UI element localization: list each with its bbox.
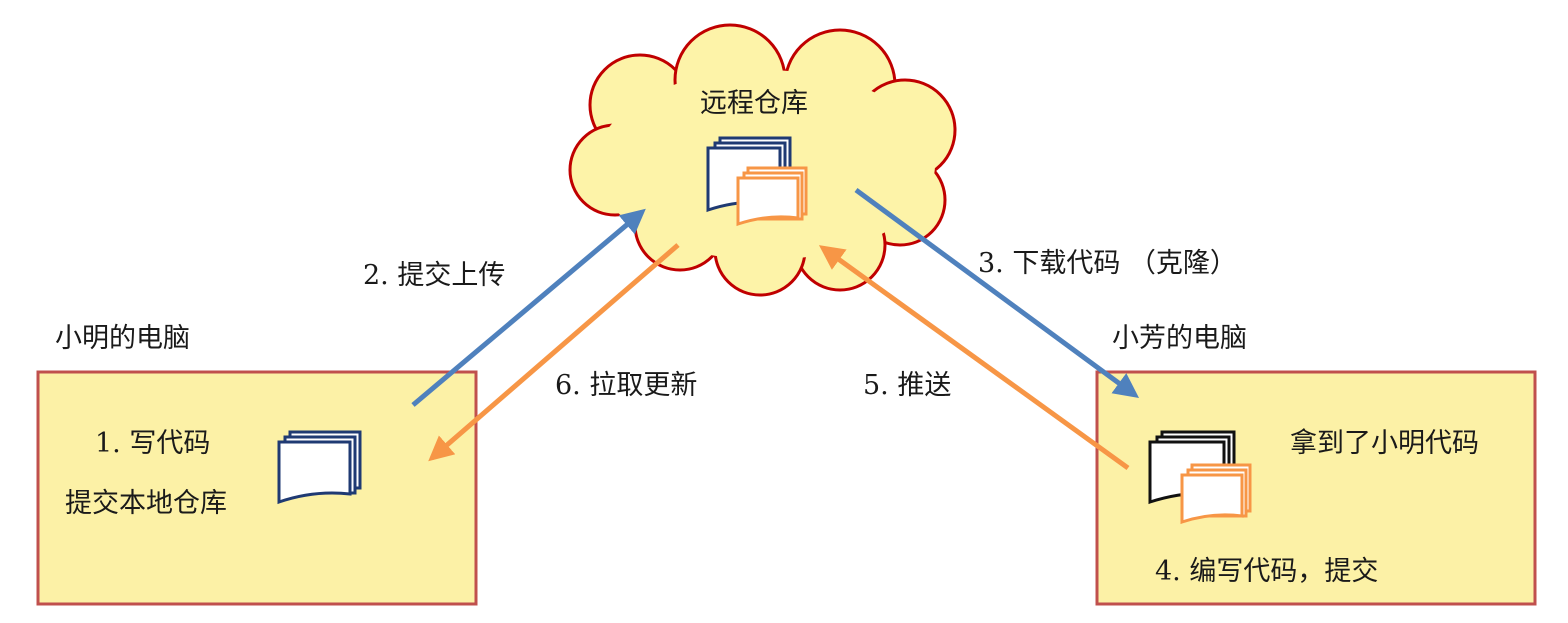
xiaofang-got-code-label: 拿到了小明代码 bbox=[1290, 428, 1479, 459]
xiaofang-computer-title: 小芳的电脑 bbox=[1112, 323, 1247, 354]
pull-arrow bbox=[428, 243, 680, 462]
xiaoming-computer-box bbox=[36, 370, 478, 606]
clone-arrow bbox=[854, 187, 1140, 398]
upload-arrow bbox=[411, 208, 646, 407]
xiaoming-step1-sub-label: 提交本地仓库 bbox=[65, 488, 227, 519]
xiaoming-computer-title: 小明的电脑 bbox=[55, 323, 190, 354]
remote-repo-title: 远程仓库 bbox=[700, 88, 808, 119]
upload-arrow-label: 2. 提交上传 bbox=[363, 260, 506, 291]
clone-arrow-label: 3. 下载代码 （克隆） bbox=[978, 248, 1237, 279]
pull-arrow-label: 6. 拉取更新 bbox=[555, 370, 698, 401]
push-arrow bbox=[818, 245, 1130, 471]
push-arrow-label: 5. 推送 bbox=[863, 370, 952, 401]
doc-stack-icon bbox=[1148, 430, 1252, 525]
doc-stack-icon bbox=[706, 136, 808, 227]
xiaoming-step1-label: 1. 写代码 bbox=[95, 428, 211, 459]
doc-stack-icon bbox=[277, 430, 362, 505]
xiaofang-step4-label: 4. 编写代码，提交 bbox=[1155, 556, 1379, 587]
